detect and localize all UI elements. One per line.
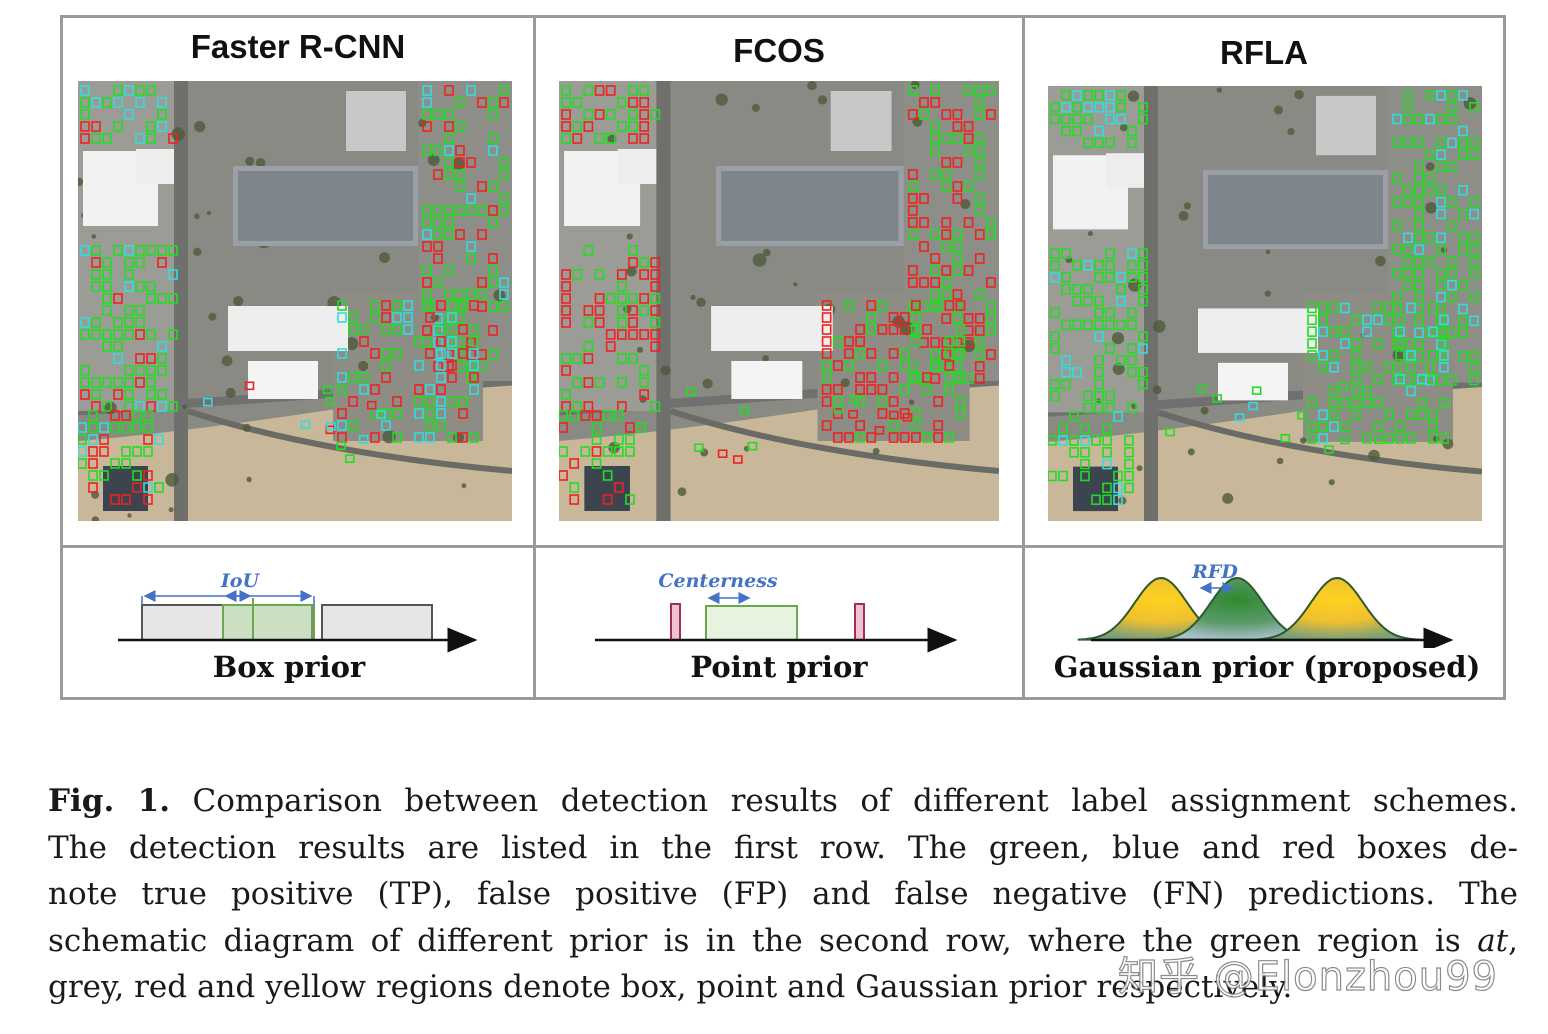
caption-line: Fig. 1. Comparison between detection res…: [48, 778, 1518, 825]
point-prior-red-right: [855, 604, 864, 640]
detection-image-fcos: [559, 81, 999, 521]
point-prior-diagram: Centerness: [573, 558, 973, 653]
iou-label: IoU: [220, 570, 261, 592]
divider: [533, 18, 536, 697]
point-prior-label: Point prior: [536, 650, 1022, 684]
gaussian-prior-diagram: RFD: [1073, 548, 1473, 648]
panel-title-fcos: FCOS: [536, 32, 1022, 70]
gaussian-prior-label: Gaussian prior (proposed): [1025, 650, 1509, 684]
box-prior-green: [223, 605, 314, 640]
watermark: 知乎 @Elonzhou99: [1118, 944, 1498, 1002]
box-prior-diagram: IoU: [103, 558, 503, 653]
box-prior-label: Box prior: [63, 650, 515, 684]
rfd-label: RFD: [1191, 561, 1238, 583]
panel-title-faster-rcnn: Faster R-CNN: [63, 28, 533, 66]
centerness-label: Centerness: [658, 570, 777, 592]
caption-line: The detection results are listed in the …: [48, 825, 1518, 872]
caption-line: note true positive (TP), false positive …: [48, 871, 1518, 918]
caption-label: Fig. 1.: [48, 783, 170, 819]
figure: Faster R-CNN FCOS RFLA IoU Box prior: [60, 15, 1506, 700]
point-prior-green: [706, 606, 797, 640]
panel-title-rfla: RFLA: [1025, 34, 1503, 72]
divider: [1022, 18, 1025, 697]
detection-image-rfla: [1048, 86, 1482, 521]
detection-image-faster-rcnn: [78, 81, 512, 521]
box-prior-grey-right: [322, 605, 432, 640]
point-prior-red-left: [671, 604, 680, 640]
